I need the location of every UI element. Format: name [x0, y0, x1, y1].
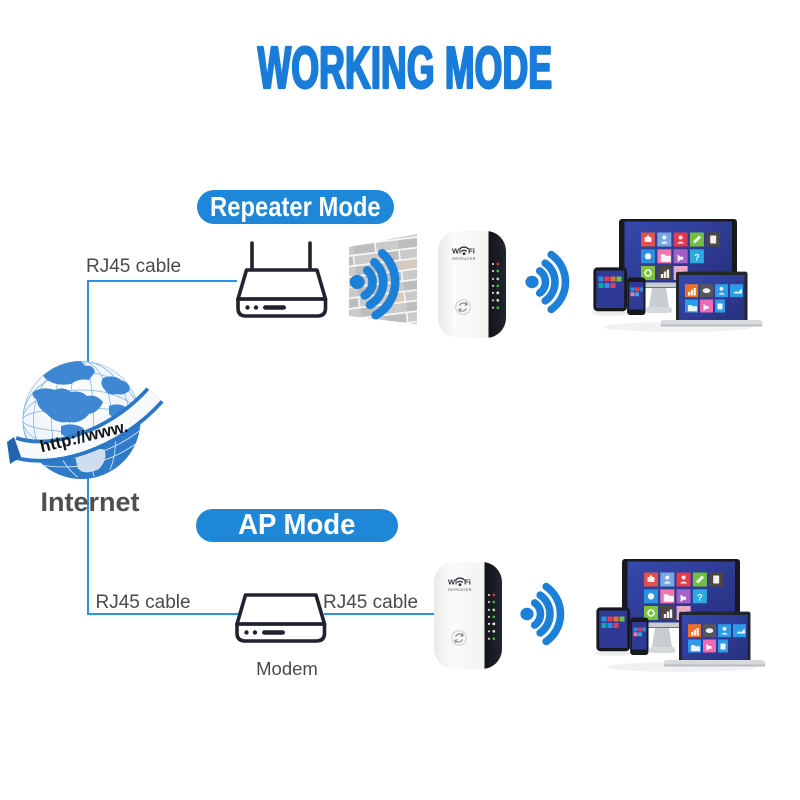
svg-text:Fi: Fi	[468, 246, 475, 255]
svg-text:REPEATER: REPEATER	[452, 256, 476, 261]
svg-text:?: ?	[694, 253, 700, 263]
svg-text:Wi: Wi	[452, 246, 461, 255]
